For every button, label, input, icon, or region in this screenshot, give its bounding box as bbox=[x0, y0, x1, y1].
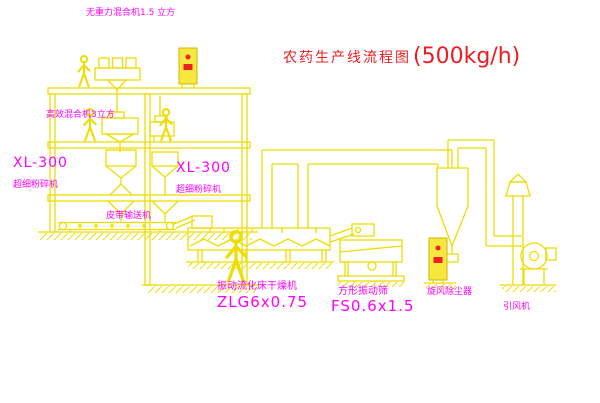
induced-draft-fan bbox=[500, 242, 557, 286]
label-xl300-right: XL-300 bbox=[176, 160, 231, 176]
belt-conveyor bbox=[58, 215, 196, 232]
exhaust-duct bbox=[262, 149, 453, 168]
gravity-mixer bbox=[94, 57, 141, 112]
crusher-right bbox=[151, 151, 179, 195]
discharge-hoppers bbox=[107, 200, 179, 222]
title-text: 农药生产线流程图 bbox=[283, 49, 411, 66]
label-dryer: 振动流化床干燥机 bbox=[217, 281, 297, 292]
label-sieve: 方形振动筛 bbox=[338, 286, 388, 297]
fluid-bed-dryer bbox=[186, 150, 334, 263]
indicator-light bbox=[435, 245, 441, 251]
diagram-title: 农药生产线流程图 (500kg/h) bbox=[283, 44, 520, 69]
title-capacity: (500kg/h) bbox=[413, 44, 521, 69]
worker-figure-1 bbox=[77, 55, 91, 88]
label-sieve-model: FS0.6x1.5 bbox=[331, 297, 415, 315]
label-crusher-right: 超细粉碎机 bbox=[176, 185, 222, 195]
cyclone-separator bbox=[436, 139, 522, 263]
indicator-light bbox=[185, 54, 191, 60]
building-frame bbox=[38, 87, 260, 286]
exhaust-stack bbox=[505, 173, 531, 285]
crusher-left bbox=[105, 149, 137, 196]
ground-hatch bbox=[40, 233, 556, 293]
label-belt-conveyor: 皮带输送机 bbox=[106, 211, 152, 221]
efficient-mixer bbox=[101, 111, 139, 152]
label-crusher-left: 超细粉碎机 bbox=[13, 180, 59, 190]
control-cabinet-1 bbox=[178, 47, 198, 88]
label-fan: 引风机 bbox=[503, 302, 531, 312]
label-dryer-model: ZLG6x0.75 bbox=[217, 293, 309, 311]
label-cyclone: 旋风除尘器 bbox=[427, 287, 473, 297]
label-xl300-left: XL-300 bbox=[13, 155, 68, 171]
label-top-mixer: 无重力混合机1.5 立方 bbox=[86, 8, 176, 18]
vibrating-sieve bbox=[329, 223, 405, 282]
control-cabinet-2 bbox=[424, 237, 456, 284]
label-mid-mixer: 高效混合机3立方 bbox=[46, 110, 115, 120]
